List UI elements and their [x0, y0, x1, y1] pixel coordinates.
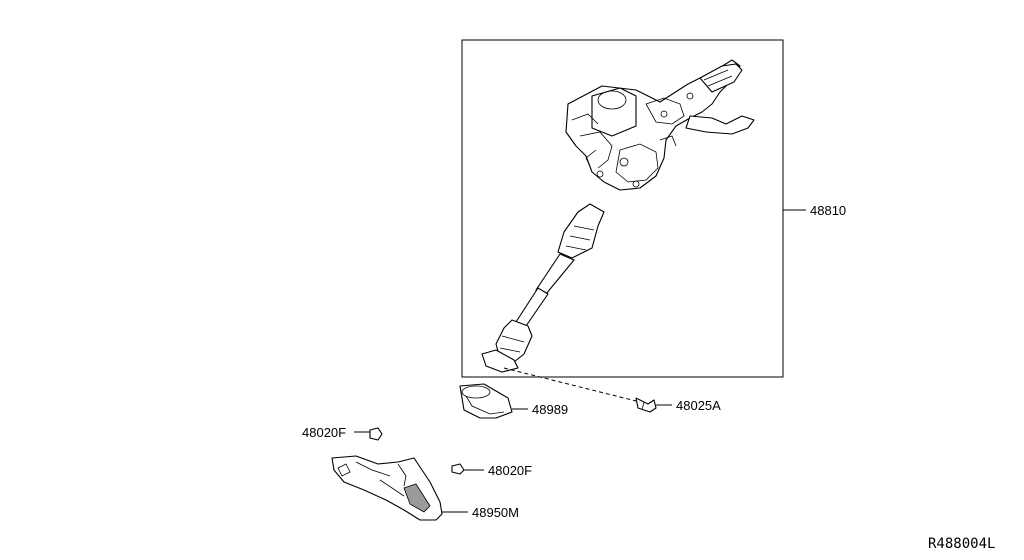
leader-bolt-dashed [503, 367, 641, 403]
hole-cover-seal [459, 383, 513, 419]
callout-48025a: 48025A [676, 398, 721, 413]
clip-right [451, 463, 465, 475]
callout-48950m: 48950M [472, 505, 519, 520]
intermediate-shaft [481, 203, 605, 373]
callout-48989: 48989 [532, 402, 568, 417]
reference-code: R488004L [928, 536, 995, 552]
bolt [635, 397, 657, 413]
steering-column-upper [565, 59, 755, 191]
clip-left [369, 427, 383, 441]
column-cover [331, 455, 443, 521]
callout-48020f-right: 48020F [488, 463, 532, 478]
assembly-frame [461, 39, 784, 378]
callout-48020f-left: 48020F [302, 425, 346, 440]
callout-48810: 48810 [810, 203, 846, 218]
